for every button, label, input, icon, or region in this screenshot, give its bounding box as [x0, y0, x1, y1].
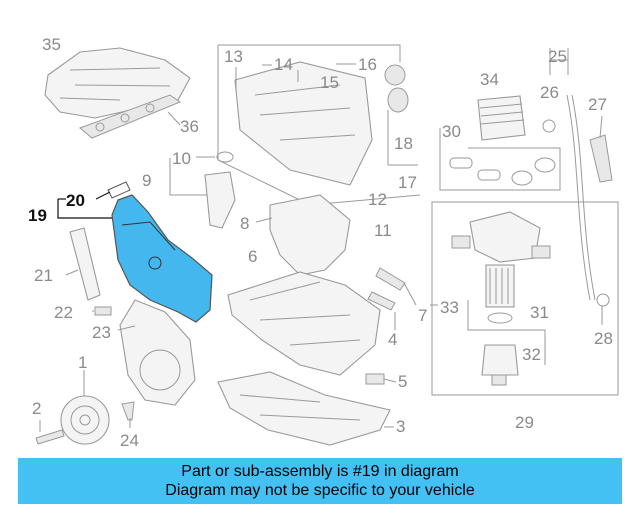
- banner-line-2: Diagram may not be specific to your vehi…: [165, 482, 475, 499]
- callout-24: 24: [120, 431, 139, 450]
- callout-19: 19: [28, 206, 47, 225]
- callout-6: 6: [248, 247, 257, 266]
- callout-3: 3: [396, 417, 405, 436]
- drain-plug-part: [365, 373, 385, 385]
- callout-22: 22: [54, 303, 73, 322]
- callout-32: 32: [522, 345, 541, 364]
- valve-cover-group: [217, 44, 421, 206]
- callout-18: 18: [394, 134, 413, 153]
- gasket-set-part: [449, 157, 556, 186]
- bracket-part: [269, 194, 351, 276]
- timing-cover-highlight: [111, 194, 213, 323]
- callout-31: 31: [530, 303, 549, 322]
- callout-1: 1: [78, 353, 87, 372]
- callout-25: 25: [548, 47, 567, 66]
- callout-4: 4: [388, 330, 397, 349]
- callout-9: 9: [142, 171, 151, 190]
- callout-11: 11: [374, 221, 392, 240]
- callout-28: 28: [594, 329, 613, 348]
- callout-36: 36: [180, 117, 199, 136]
- pulley-part: [60, 395, 110, 445]
- callout-34: 34: [480, 70, 499, 89]
- manifold-gasket-part: [79, 94, 182, 139]
- rear-cover-part: [119, 299, 196, 406]
- callout-23: 23: [92, 323, 111, 342]
- bolt-24-part: [121, 401, 135, 421]
- bolt-22-part: [94, 306, 112, 316]
- filter-housing-part: [451, 211, 551, 263]
- seal-part: [367, 267, 406, 311]
- callout-29: 29: [515, 413, 534, 432]
- callout-2: 2: [32, 399, 41, 418]
- bolt-2-part: [35, 429, 65, 445]
- callout-10: 10: [172, 149, 191, 168]
- parts-diagram: 35 36 13 14 15 16 18 17 12 11 34 25 26 2…: [28, 35, 619, 450]
- callout-8: 8: [240, 214, 249, 233]
- callout-12: 12: [368, 190, 387, 209]
- callout-30: 30: [442, 122, 461, 141]
- callout-21: 21: [34, 266, 53, 285]
- sensor-part: [204, 151, 236, 229]
- callout-20: 20: [66, 191, 85, 210]
- filter-cap-part: [481, 344, 519, 386]
- callout-5: 5: [398, 372, 407, 391]
- callout-13: 13: [224, 47, 243, 66]
- oil-filter-part: [485, 264, 515, 324]
- guide-part: [69, 227, 101, 301]
- callout-14: 14: [274, 55, 293, 74]
- oil-pan-upper-part: [227, 271, 381, 376]
- callout-26: 26: [540, 83, 559, 102]
- callout-35: 35: [42, 35, 61, 54]
- oil-pan-lower-part: [217, 371, 391, 446]
- oil-cooler-part: [477, 95, 526, 141]
- callout-33: 33: [440, 298, 459, 317]
- info-banner: Part or sub-assembly is #19 in diagram D…: [18, 458, 622, 504]
- callout-17: 17: [398, 173, 417, 192]
- intake-manifold-part: [44, 47, 191, 119]
- callout-7: 7: [418, 306, 427, 325]
- callout-16: 16: [358, 55, 377, 74]
- timing-cover-part-19: [107, 181, 213, 323]
- callout-15: 15: [320, 73, 339, 92]
- banner-line-1: Part or sub-assembly is #19 in diagram: [181, 463, 459, 480]
- callout-27: 27: [588, 95, 607, 114]
